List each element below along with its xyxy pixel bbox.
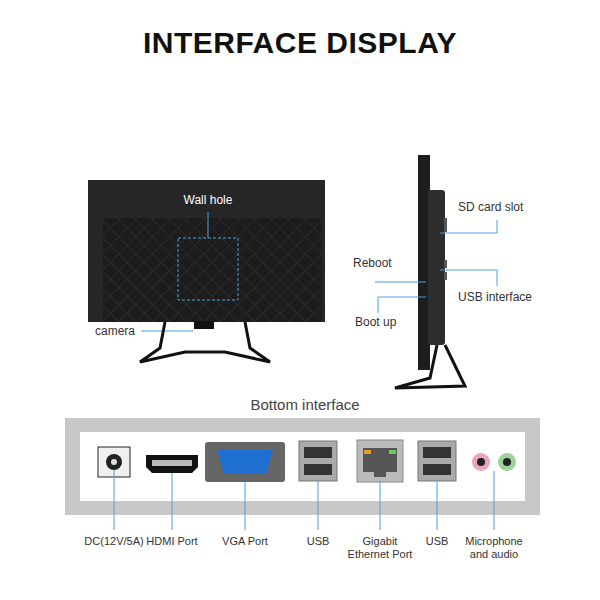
- leader-line: [208, 212, 209, 238]
- mic-jack: [472, 453, 490, 471]
- part-label: camera: [95, 324, 135, 338]
- wall-hole-outline: [178, 238, 238, 300]
- part-label: Boot up: [355, 315, 396, 329]
- port-label: USB: [307, 535, 330, 548]
- usb-slot: [444, 272, 447, 280]
- leader-line: [378, 297, 426, 313]
- camera-module: [194, 321, 214, 329]
- port-label: HDMI Port: [146, 535, 197, 548]
- leader-line: [440, 270, 497, 286]
- usb-port: [299, 441, 337, 481]
- leader-lines: [114, 470, 494, 530]
- port-label: VGA Port: [222, 535, 268, 548]
- side-housing: [428, 190, 445, 345]
- part-label: USB interface: [458, 290, 532, 304]
- port-label: USB: [426, 535, 449, 548]
- port-label: Gigabit Ethernet Port: [342, 535, 418, 561]
- part-label: Reboot: [353, 256, 392, 270]
- back-cover: [103, 218, 322, 322]
- panel-inner: [80, 432, 525, 501]
- part-label: Wall hole: [184, 193, 233, 207]
- usb-slot: [444, 260, 447, 268]
- audio-jack: [498, 453, 516, 471]
- port-label: DC(12V/5A): [84, 535, 143, 548]
- hdmi-port: [146, 455, 198, 473]
- panel-frame: [65, 418, 540, 515]
- port-label: Microphone and audio: [457, 535, 531, 561]
- leader-line: [375, 282, 426, 283]
- usb-port: [418, 441, 456, 481]
- section-label: Bottom interface: [250, 396, 359, 414]
- part-label: SD card slot: [458, 200, 523, 214]
- stand: [140, 322, 270, 362]
- monitor-back: [88, 180, 325, 322]
- leader-line: [440, 220, 497, 233]
- ethernet-port: [357, 440, 403, 482]
- vga-port: [205, 442, 285, 482]
- stand: [395, 345, 465, 388]
- sd-slot: [444, 218, 447, 232]
- leader-line: [141, 331, 193, 332]
- page-title: INTERFACE DISPLAY: [0, 26, 600, 60]
